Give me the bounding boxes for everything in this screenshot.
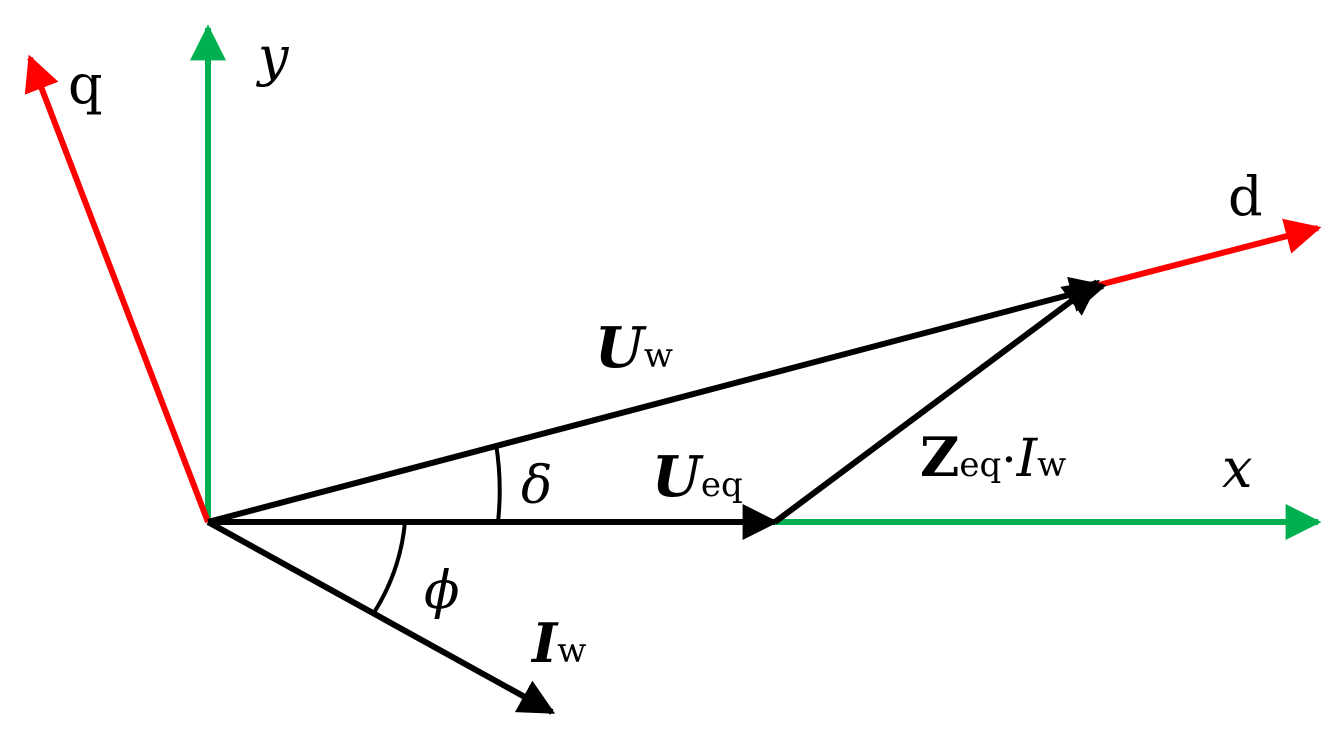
uw-label: Uw xyxy=(595,315,673,381)
d-axis-label: d xyxy=(1228,165,1263,228)
zeq-iw-label: Zeq·Iw xyxy=(920,425,1066,489)
delta-label: δ xyxy=(521,456,552,516)
phi-label: ϕ xyxy=(424,561,459,621)
uw-phasor xyxy=(207,276,1107,525)
x-axis-label: x xyxy=(1222,437,1252,500)
d-axis xyxy=(1094,218,1322,289)
ueq-label: Ueq xyxy=(652,444,743,510)
zeq-iw-phasor xyxy=(773,279,1100,525)
q-axis xyxy=(24,54,211,524)
iw-label: Iw xyxy=(530,611,586,675)
q-axis-label: q xyxy=(68,53,103,116)
iw-phasor xyxy=(206,519,556,715)
phi-angle-arc xyxy=(373,521,407,613)
y-axis-label: y xyxy=(256,25,290,88)
delta-angle-arc xyxy=(494,443,502,523)
